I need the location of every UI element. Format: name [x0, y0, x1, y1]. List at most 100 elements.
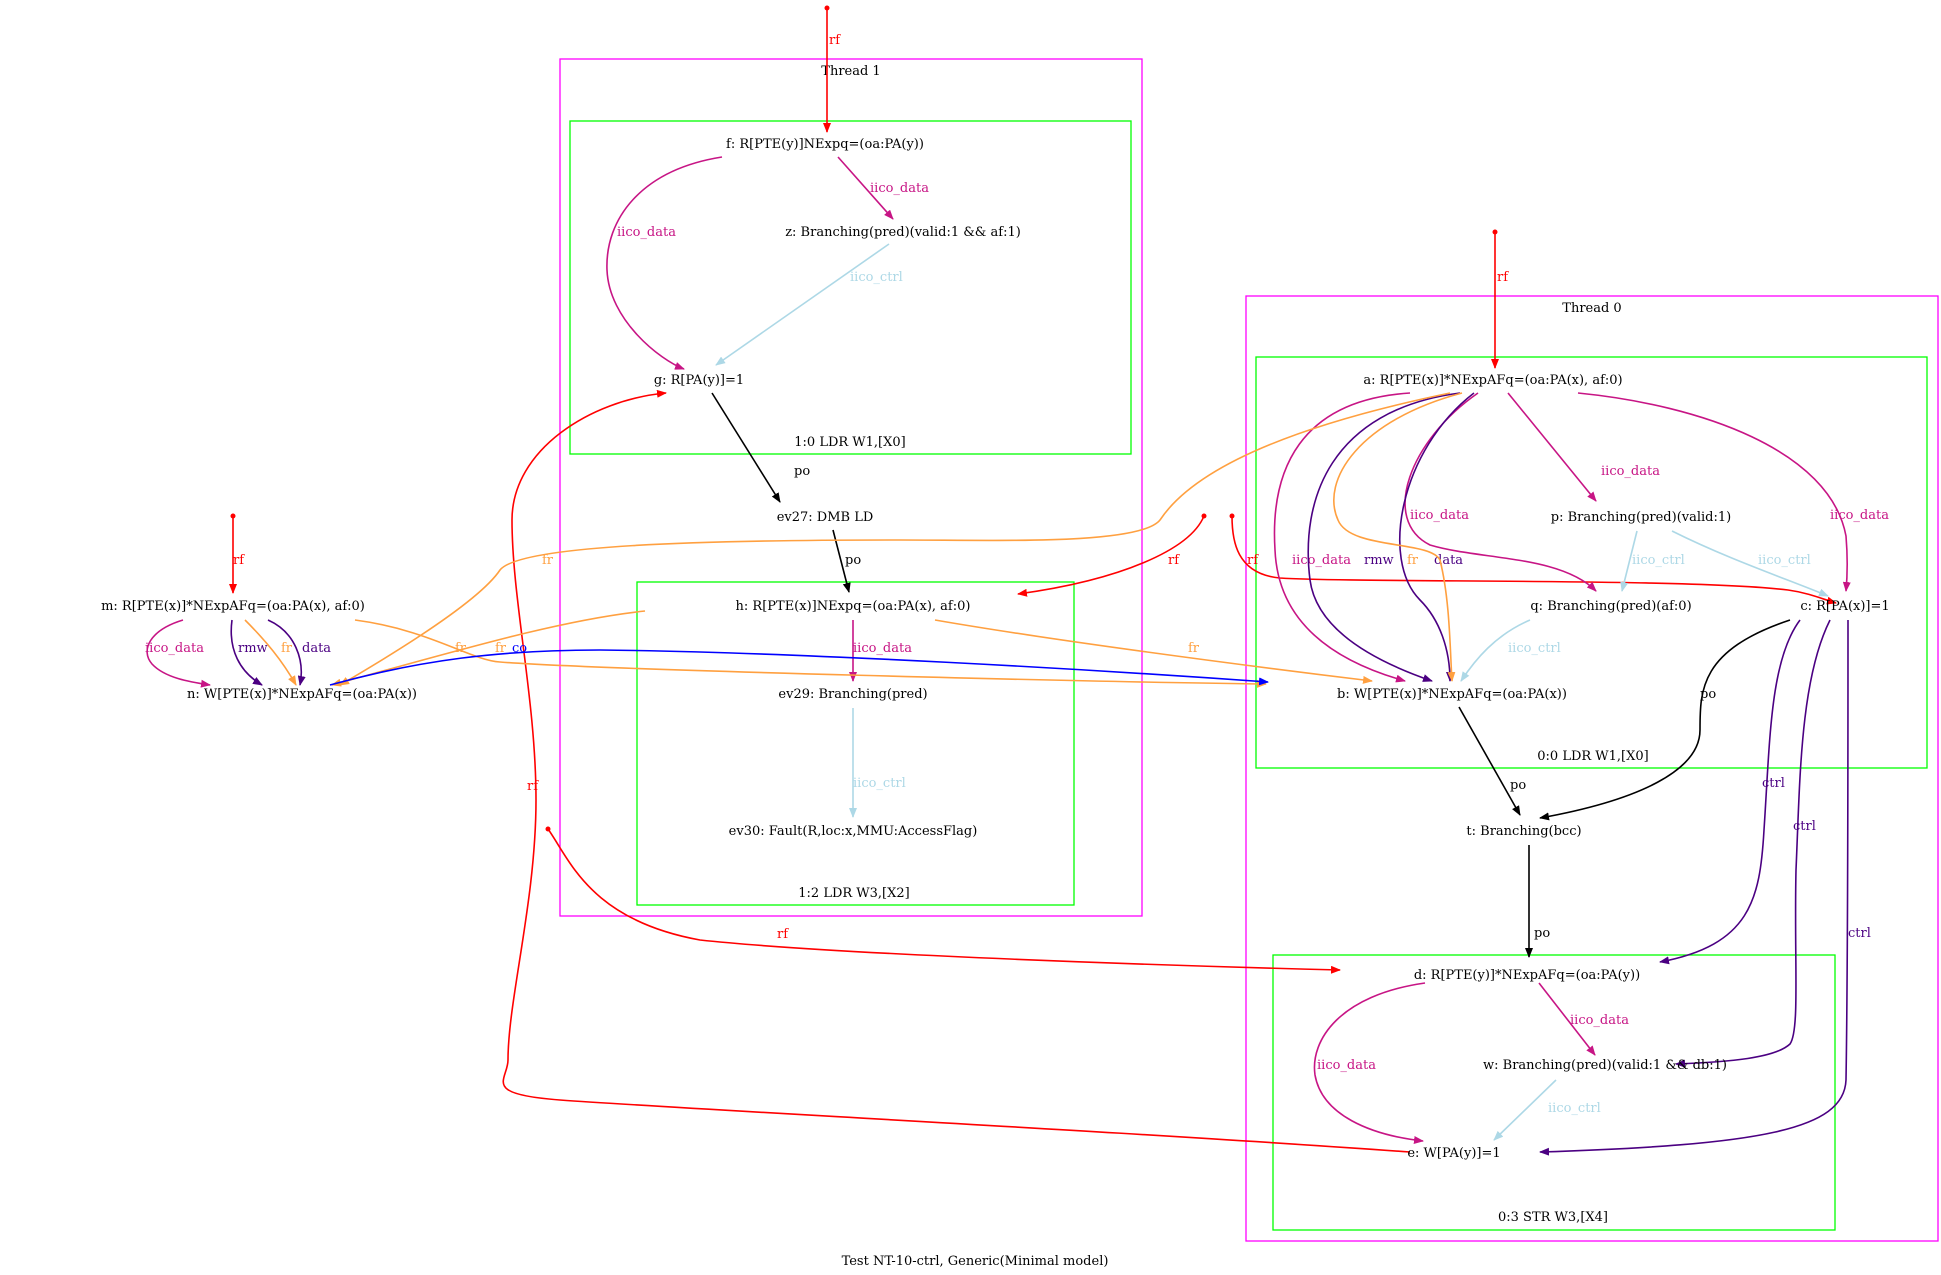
node-ev29: ev29: Branching(pred) [778, 687, 927, 702]
edge-fr-m-n [244, 619, 297, 686]
edge-iico-ctrl-z-g [715, 243, 890, 366]
edge-iico-data-a-c [1577, 392, 1851, 592]
edge-label-data-a-b: data [1434, 553, 1463, 568]
edge-label-rf-e-g: rf [527, 779, 539, 794]
thread-1-box [559, 58, 1143, 917]
edge-rf-e-g [502, 389, 1411, 1153]
edge-iico-ctrl-p-q [1620, 530, 1638, 592]
node-z: z: Branching(pred)(valid:1 && af:1) [785, 225, 1021, 240]
edge-iico-data-a-b [1273, 392, 1411, 683]
node-e: e: W[PA(y)]=1 [1407, 1146, 1500, 1161]
edge-label-ctrl-c-w: ctrl [1793, 819, 1816, 834]
edge-fr-h-n [331, 610, 646, 687]
edge-iico-data-a-q [1404, 392, 1597, 592]
node-h: h: R[PTE(x)]NExpq=(oa:PA(x), af:0) [736, 599, 971, 614]
edge-rf-init-h [1017, 515, 1205, 597]
edge-label-fr-m-b: fr [455, 641, 467, 656]
instr-0-3-label: 0:3 STR W3,[X4] [1498, 1210, 1608, 1225]
edge-label-fr-h-b: fr [1188, 641, 1200, 656]
edge-label-iico-data-d-e: iico_data [1317, 1058, 1376, 1073]
edge-label-data-m-n: data [302, 641, 331, 656]
edge-iico-ctrl-w-e [1493, 1079, 1557, 1141]
edge-co-n-b [329, 649, 1269, 686]
edge-fr-m-b [354, 619, 1267, 688]
edge-label-rf-init-d: rf [777, 927, 789, 942]
edge-rf-init-c [1231, 515, 1837, 605]
edge-iico-data-d-e [1313, 982, 1426, 1144]
edge-label-iico-data-a-c: iico_data [1830, 508, 1889, 523]
node-f: f: R[PTE(y)]NExpq=(oa:PA(y)) [726, 137, 924, 152]
edge-rmw-a-b [1307, 392, 1461, 682]
edge-label-iico-ctrl-p-c: iico_ctrl [1758, 553, 1811, 568]
instr-0-0-label: 0:0 LDR W1,[X0] [1537, 749, 1648, 764]
edge-iico-data-d-w [1538, 982, 1596, 1056]
edge-rmw-m-n [230, 619, 263, 686]
thread-0-box [1245, 295, 1939, 1242]
instr-1-0-box [569, 120, 1132, 455]
edge-ctrl-c-e [1539, 619, 1849, 1156]
edge-label-iico-data-h-ev29: iico_data [853, 641, 912, 656]
thread-0-label: Thread 0 [1562, 301, 1621, 316]
node-b: b: W[PTE(x)]*NExpAFq=(oa:PA(x)) [1337, 687, 1567, 702]
edge-label-po-c-t: po [1700, 687, 1716, 702]
node-p: p: Branching(pred)(valid:1) [1551, 510, 1731, 525]
edge-data-a-b [1399, 392, 1475, 682]
node-n: n: W[PTE(x)]*NExpAFq=(oa:PA(x)) [187, 687, 417, 702]
edge-label-iico-ctrl-z-g: iico_ctrl [850, 270, 903, 285]
instr-1-0-label: 1:0 LDR W1,[X0] [794, 435, 905, 450]
edge-fr-a-b [1333, 392, 1463, 682]
edge-label-fr-h-n: fr [495, 641, 507, 656]
edge-iico-ctrl-p-c [1671, 530, 1829, 597]
edge-label-fr-m-n: fr [281, 641, 293, 656]
node-c: c: R[PA(x)]=1 [1800, 599, 1889, 614]
node-d: d: R[PTE(y)]*NExpAFq=(oa:PA(y)) [1414, 968, 1640, 983]
instr-1-2-box [636, 581, 1075, 906]
edge-label-iico-data-d-w: iico_data [1570, 1013, 1629, 1028]
edge-ctrl-c-w [1675, 619, 1831, 1068]
edge-ctrl-c-d [1659, 619, 1801, 965]
edge-label-rmw-a-b: rmw [1364, 553, 1394, 568]
edge-iico-data-a-p [1507, 392, 1597, 502]
edge-label-fr-a-n: fr [542, 553, 554, 568]
edge-label-iico-data-f-z: iico_data [870, 181, 929, 196]
edge-label-rf-init-a: rf [1497, 270, 1509, 285]
instr-0-3-box [1272, 954, 1836, 1231]
edge-label-po-ev27-h: po [845, 553, 861, 568]
edge-label-rf-init-f: rf [829, 33, 841, 48]
edge-label-iico-data-a-p: iico_data [1601, 464, 1660, 479]
edge-label-iico-ctrl-w-e: iico_ctrl [1548, 1101, 1601, 1116]
edge-label-po-b-t: po [1510, 778, 1526, 793]
node-ev30: ev30: Fault(R,loc:x,MMU:AccessFlag) [729, 824, 978, 839]
edge-label-iico-ctrl-q-b: iico_ctrl [1508, 641, 1561, 656]
edge-iico-data-m-n [146, 619, 211, 688]
node-w: w: Branching(pred)(valid:1 && db:1) [1483, 1058, 1727, 1073]
node-q: q: Branching(pred)(af:0) [1530, 599, 1691, 614]
instr-0-0-box [1255, 356, 1928, 769]
node-a: a: R[PTE(x)]*NExpAFq=(oa:PA(x), af:0) [1363, 373, 1622, 388]
node-m: m: R[PTE(x)]*NExpAFq=(oa:PA(x), af:0) [101, 599, 365, 614]
edge-iico-ctrl-q-b [1460, 619, 1531, 682]
thread-1-label: Thread 1 [821, 64, 880, 79]
edge-label-rf-init-m: rf [233, 553, 245, 568]
edge-rf-init-d [547, 828, 1341, 974]
node-g: g: R[PA(y)]=1 [654, 373, 744, 388]
edge-po-b-t [1458, 706, 1521, 816]
edge-label-po-g-ev27: po [794, 464, 810, 479]
graph-caption: Test NT-10-ctrl, Generic(Minimal model) [842, 1254, 1109, 1269]
edge-label-iico-ctrl-p-q: iico_ctrl [1632, 553, 1685, 568]
edge-label-rmw-m-n: rmw [238, 641, 268, 656]
edge-label-fr-a-b: fr [1407, 553, 1419, 568]
edge-label-co-n-b: co [512, 641, 527, 656]
edge-label-po-t-d: po [1534, 926, 1550, 941]
edge-label-iico-data-f-g: iico_data [617, 225, 676, 240]
instr-1-2-label: 1:2 LDR W3,[X2] [798, 886, 909, 901]
edge-iico-data-f-z [837, 156, 894, 220]
edge-label-rf-init-c: rf [1247, 553, 1259, 568]
edge-label-ctrl-c-d: ctrl [1762, 776, 1785, 791]
edge-label-iico-data-a-q: iico_data [1410, 508, 1469, 523]
edge-fr-a-n [339, 392, 1451, 686]
edge-label-iico-data-m-n: iico_data [145, 641, 204, 656]
node-ev27: ev27: DMB LD [777, 510, 874, 525]
edge-po-g-ev27 [711, 392, 781, 503]
